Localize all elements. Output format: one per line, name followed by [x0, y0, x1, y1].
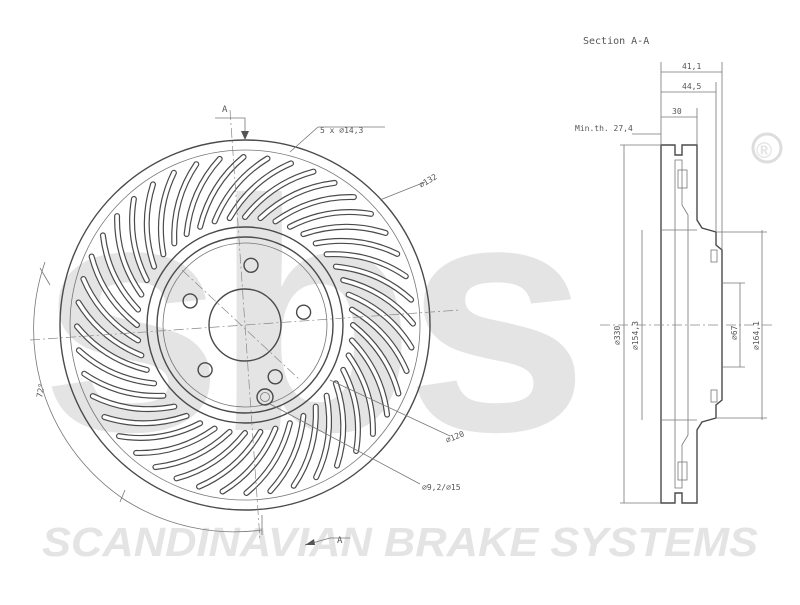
cooling-vane-slot: [324, 252, 408, 279]
centre-line-diagonal: [181, 269, 301, 381]
angle-arc-bottom: [124, 499, 263, 533]
section-pin-hole-bottom: [710, 389, 718, 403]
disc-outer-chamfer: [69, 149, 421, 501]
cooling-vane-slot: [184, 157, 222, 236]
dia-inner-friction-label: ⌀154,3: [631, 321, 640, 350]
cooling-vane-slot: [134, 426, 217, 455]
height-total-label: 41,1: [682, 62, 701, 71]
locating-pin-hole: [256, 388, 274, 406]
angle-note-label: 72°: [35, 383, 46, 399]
cooling-vane-slot: [117, 421, 202, 440]
cooling-vane-slot: [81, 277, 140, 343]
locating-pin-hole-inner: [260, 392, 270, 402]
bolt-hole: [182, 293, 198, 309]
cooling-vane-slot: [101, 233, 140, 312]
cooling-vane-slot: [244, 421, 292, 495]
cooling-vane-slot: [159, 171, 176, 257]
dia-disc-label: ⌀330: [613, 326, 622, 345]
angle-tick-1: [39, 267, 51, 286]
cooling-vane-slot: [314, 393, 331, 479]
cooling-vane-slot: [351, 323, 401, 396]
section-profile: [660, 144, 723, 504]
bolt-holes: [182, 257, 312, 385]
cooling-vane-slot: [334, 381, 346, 468]
angle-tick-2: [119, 489, 126, 503]
cooling-vane-slot: [115, 214, 144, 297]
hat-outer-edge: [156, 236, 334, 414]
cooling-vane-slot: [91, 394, 177, 411]
cooling-vane-slot: [227, 161, 293, 220]
cooling-vane-slot: [102, 414, 189, 426]
cooling-vane-slot: [75, 324, 149, 372]
cooling-vane-slot: [346, 292, 414, 350]
cooling-vane-slot: [346, 353, 375, 436]
cooling-vane-slot: [82, 371, 166, 398]
cooling-vane-slot: [341, 368, 360, 453]
cooling-vane-slot: [268, 414, 306, 493]
section-vent-channel: [674, 159, 689, 489]
cooling-vane-slot: [350, 307, 409, 373]
section-arrow-bottom: [305, 539, 315, 545]
thickness-label: 30: [672, 107, 682, 116]
cooling-vanes: [74, 154, 416, 496]
cooling-vane-slot: [144, 182, 156, 269]
section-view-dimensions: 41,1 44,5 30 Min.th. 27,4 ⌀330 ⌀154,3 ⌀6…: [575, 62, 767, 504]
section-pin-hole-top: [710, 249, 718, 263]
section-mark-bottom: A: [337, 536, 343, 546]
cooling-vane-slot: [197, 430, 263, 489]
cooling-vane-slot: [212, 156, 270, 224]
cooling-vane-slot: [172, 162, 199, 246]
bolt-hole: [197, 362, 213, 378]
disc-front-view: [29, 109, 461, 541]
registered-circle: [751, 132, 783, 164]
cooling-vane-slot: [273, 195, 356, 224]
cooling-vane-slot: [174, 431, 247, 481]
leader-bolt-holes: [289, 126, 319, 153]
bolt-hole: [295, 304, 312, 320]
cooling-vane-slot: [341, 278, 415, 326]
dia-hat-label: ⌀164,1: [752, 321, 761, 350]
friction-ring-inner-edge: [146, 226, 344, 424]
cooling-vane-slot: [291, 404, 318, 488]
cooling-vane-slot: [313, 239, 399, 256]
section-mark-top: A: [222, 105, 228, 115]
cooling-vane-slot: [130, 197, 149, 282]
cooling-vane-slot: [77, 348, 156, 386]
leader-dia-outer: [379, 181, 426, 201]
cooling-vane-slot: [153, 430, 232, 469]
centre-bore: [208, 288, 282, 362]
angle-arc-left: [33, 261, 126, 501]
dia-centre-label: ⌀67: [730, 325, 739, 340]
cooling-vane-slot: [220, 426, 278, 494]
cooling-vane-slot: [288, 210, 373, 229]
section-vane-top: [677, 169, 688, 189]
watermark-tagline: SCANDINAVIAN BRAKE SYSTEMS: [42, 519, 758, 565]
cooling-vane-slot: [89, 254, 139, 327]
registered-mark: ®: [756, 138, 772, 163]
section-vane-bottom: [677, 461, 688, 481]
cooling-vane-slot: [258, 181, 337, 220]
leader-dia-pcd: [329, 379, 451, 437]
bolt-hole: [267, 369, 283, 385]
cooling-vane-slot: [76, 300, 144, 358]
min-thickness-label: Min.th. 27,4: [575, 124, 633, 133]
hat-step: [162, 242, 328, 408]
bolt-holes-label: 5 x ⌀14,3: [320, 126, 364, 135]
leader-dia-pins: [269, 403, 421, 485]
cooling-vane-slot: [334, 264, 413, 302]
cooling-vane-slot: [198, 155, 246, 229]
bolt-hole: [243, 257, 259, 273]
section-title: Section A-A: [583, 36, 649, 47]
height-hat-label: 44,5: [682, 82, 701, 91]
dia-pins-label: ⌀9,2/⌀15: [422, 483, 461, 492]
cooling-vane-slot: [243, 169, 316, 219]
section-arrow-top: [241, 131, 249, 140]
disc-section-view: Section A-A: [583, 36, 775, 504]
cooling-vane-slot: [301, 224, 388, 236]
